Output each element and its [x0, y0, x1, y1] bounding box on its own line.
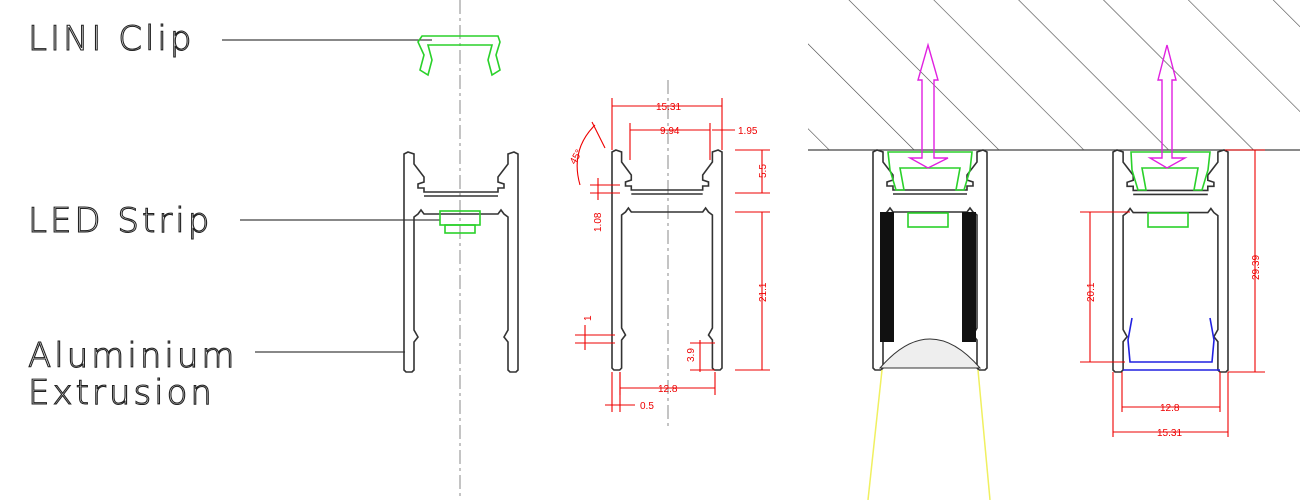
label-extrusion: Extrusion — [28, 373, 215, 413]
profile-outline — [611, 149, 723, 371]
dim-right-total-height: 29.39 — [1251, 255, 1262, 280]
light-beam-right — [977, 369, 991, 500]
dim-channel-height: 21.1 — [758, 282, 769, 302]
dim-right-inner-width: 12.8 — [1160, 403, 1180, 414]
dim-right-overall-width: 15.31 — [1157, 428, 1182, 439]
dim-top-opening: 9.94 — [660, 126, 680, 137]
dim-angle: 45° — [568, 148, 585, 167]
dim-inner-width: 12.8 — [658, 384, 678, 395]
dim-overall-width: 15.31 — [656, 102, 681, 113]
screw-1-icon — [907, 42, 949, 169]
dim-groove: 1 — [583, 315, 594, 321]
extrusion-profile-left — [403, 151, 519, 373]
label-aluminium: Aluminium — [28, 336, 237, 376]
recess-cut-2 — [1113, 151, 1228, 201]
lens-dome — [878, 338, 982, 369]
dim-top-depth: 5.5 — [758, 164, 769, 178]
dim-bottom-groove: 3.9 — [686, 348, 697, 362]
dim-right-channel-height: 20.1 — [1086, 282, 1097, 302]
profile-outline — [403, 151, 519, 373]
clip-installed-1 — [887, 151, 973, 191]
led-chip-left — [444, 224, 476, 234]
clip-installed-2 — [1130, 151, 1211, 191]
screw-2-icon — [1147, 44, 1188, 169]
clip-shape — [417, 35, 501, 77]
dimension-lines — [575, 98, 770, 412]
ceiling-hatch — [808, 0, 1300, 150]
diffuser-channel — [1127, 317, 1215, 363]
label-led-strip: LED Strip — [28, 201, 212, 241]
light-beam-left — [867, 369, 883, 500]
led-strip-1 — [907, 212, 949, 228]
extrusion-profile-dimensioned — [611, 149, 723, 371]
label-lini-clip: LINI Clip — [28, 19, 194, 59]
side-strips — [880, 212, 976, 342]
dimension-lines-right — [1080, 149, 1265, 437]
dim-clip-ledge: 1.08 — [593, 212, 604, 232]
dim-lip: 1.95 — [738, 126, 758, 137]
dim-wall: 0.5 — [640, 401, 654, 412]
led-strip-2 — [1147, 212, 1189, 228]
